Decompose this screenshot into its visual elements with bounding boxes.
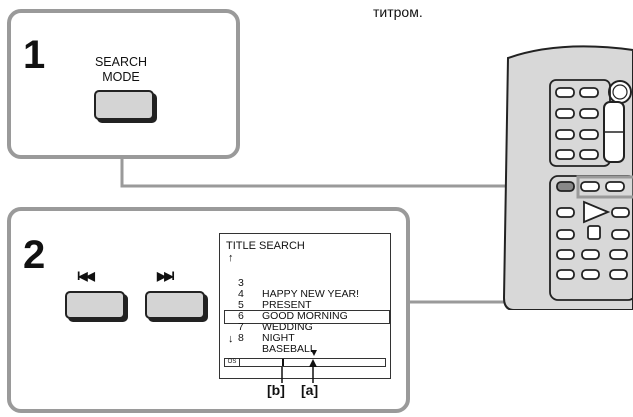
remote-play-icon[interactable] xyxy=(583,200,611,224)
callout-a-label: [a] xyxy=(301,382,319,398)
prev-glyph: I◀◀ xyxy=(77,269,95,283)
tape-position-bar xyxy=(224,358,386,367)
list-item: 4 PRESENT xyxy=(238,288,312,311)
callout-arrows xyxy=(281,359,317,383)
step1-connector xyxy=(120,158,563,188)
tape-icon: OS xyxy=(225,359,240,366)
previous-button[interactable] xyxy=(65,291,125,319)
screen-title: TITLE SEARCH xyxy=(226,240,305,252)
search-mode-button[interactable] xyxy=(94,90,154,120)
list-item-selected: 7 NIGHT xyxy=(238,321,295,344)
callout-b-label: [b] xyxy=(267,382,285,398)
title-search-screen: TITLE SEARCH ↑ 3 HAPPY NEW YEAR! 4 PRESE… xyxy=(219,233,391,379)
search-mode-label-line2: MODE xyxy=(102,70,140,84)
upper-buttons[interactable] xyxy=(555,87,599,160)
next-glyph: ▶▶I xyxy=(157,269,175,283)
selected-highlight xyxy=(224,310,390,324)
lower-buttons[interactable] xyxy=(556,181,630,280)
list-item: 6 WEDDING xyxy=(238,310,313,333)
down-arrow-icon: ↓ xyxy=(228,333,234,345)
target-down-marker xyxy=(311,350,317,356)
remote-highlight-box xyxy=(576,175,633,199)
step2-number: 2 xyxy=(23,233,46,277)
search-mode-label: SEARCH MODE xyxy=(91,55,151,85)
top-caption: титром. xyxy=(373,4,423,20)
search-mode-label-line1: SEARCH xyxy=(94,55,148,69)
list-item: 5 GOOD MORNING xyxy=(238,299,348,322)
step2-panel: 2 I◀◀ ▶▶I TITLE SEARCH ↑ 3 HAPPY NEW YEA… xyxy=(7,207,410,413)
next-button[interactable] xyxy=(145,291,205,319)
sensor-icon xyxy=(608,80,632,104)
list-item: 8 BASEBALL xyxy=(238,332,316,355)
step1-panel: 1 SEARCH MODE xyxy=(7,9,240,159)
list-item: 3 HAPPY NEW YEAR! xyxy=(238,277,360,300)
target-up-arrow-icon xyxy=(309,359,317,367)
remote-control xyxy=(502,45,633,310)
up-arrow-icon: ↑ xyxy=(228,252,234,264)
remote-stop-button[interactable] xyxy=(587,225,601,240)
remote-search-mode-button[interactable] xyxy=(556,181,575,192)
step1-number: 1 xyxy=(23,33,46,77)
current-position-marker xyxy=(282,359,284,366)
